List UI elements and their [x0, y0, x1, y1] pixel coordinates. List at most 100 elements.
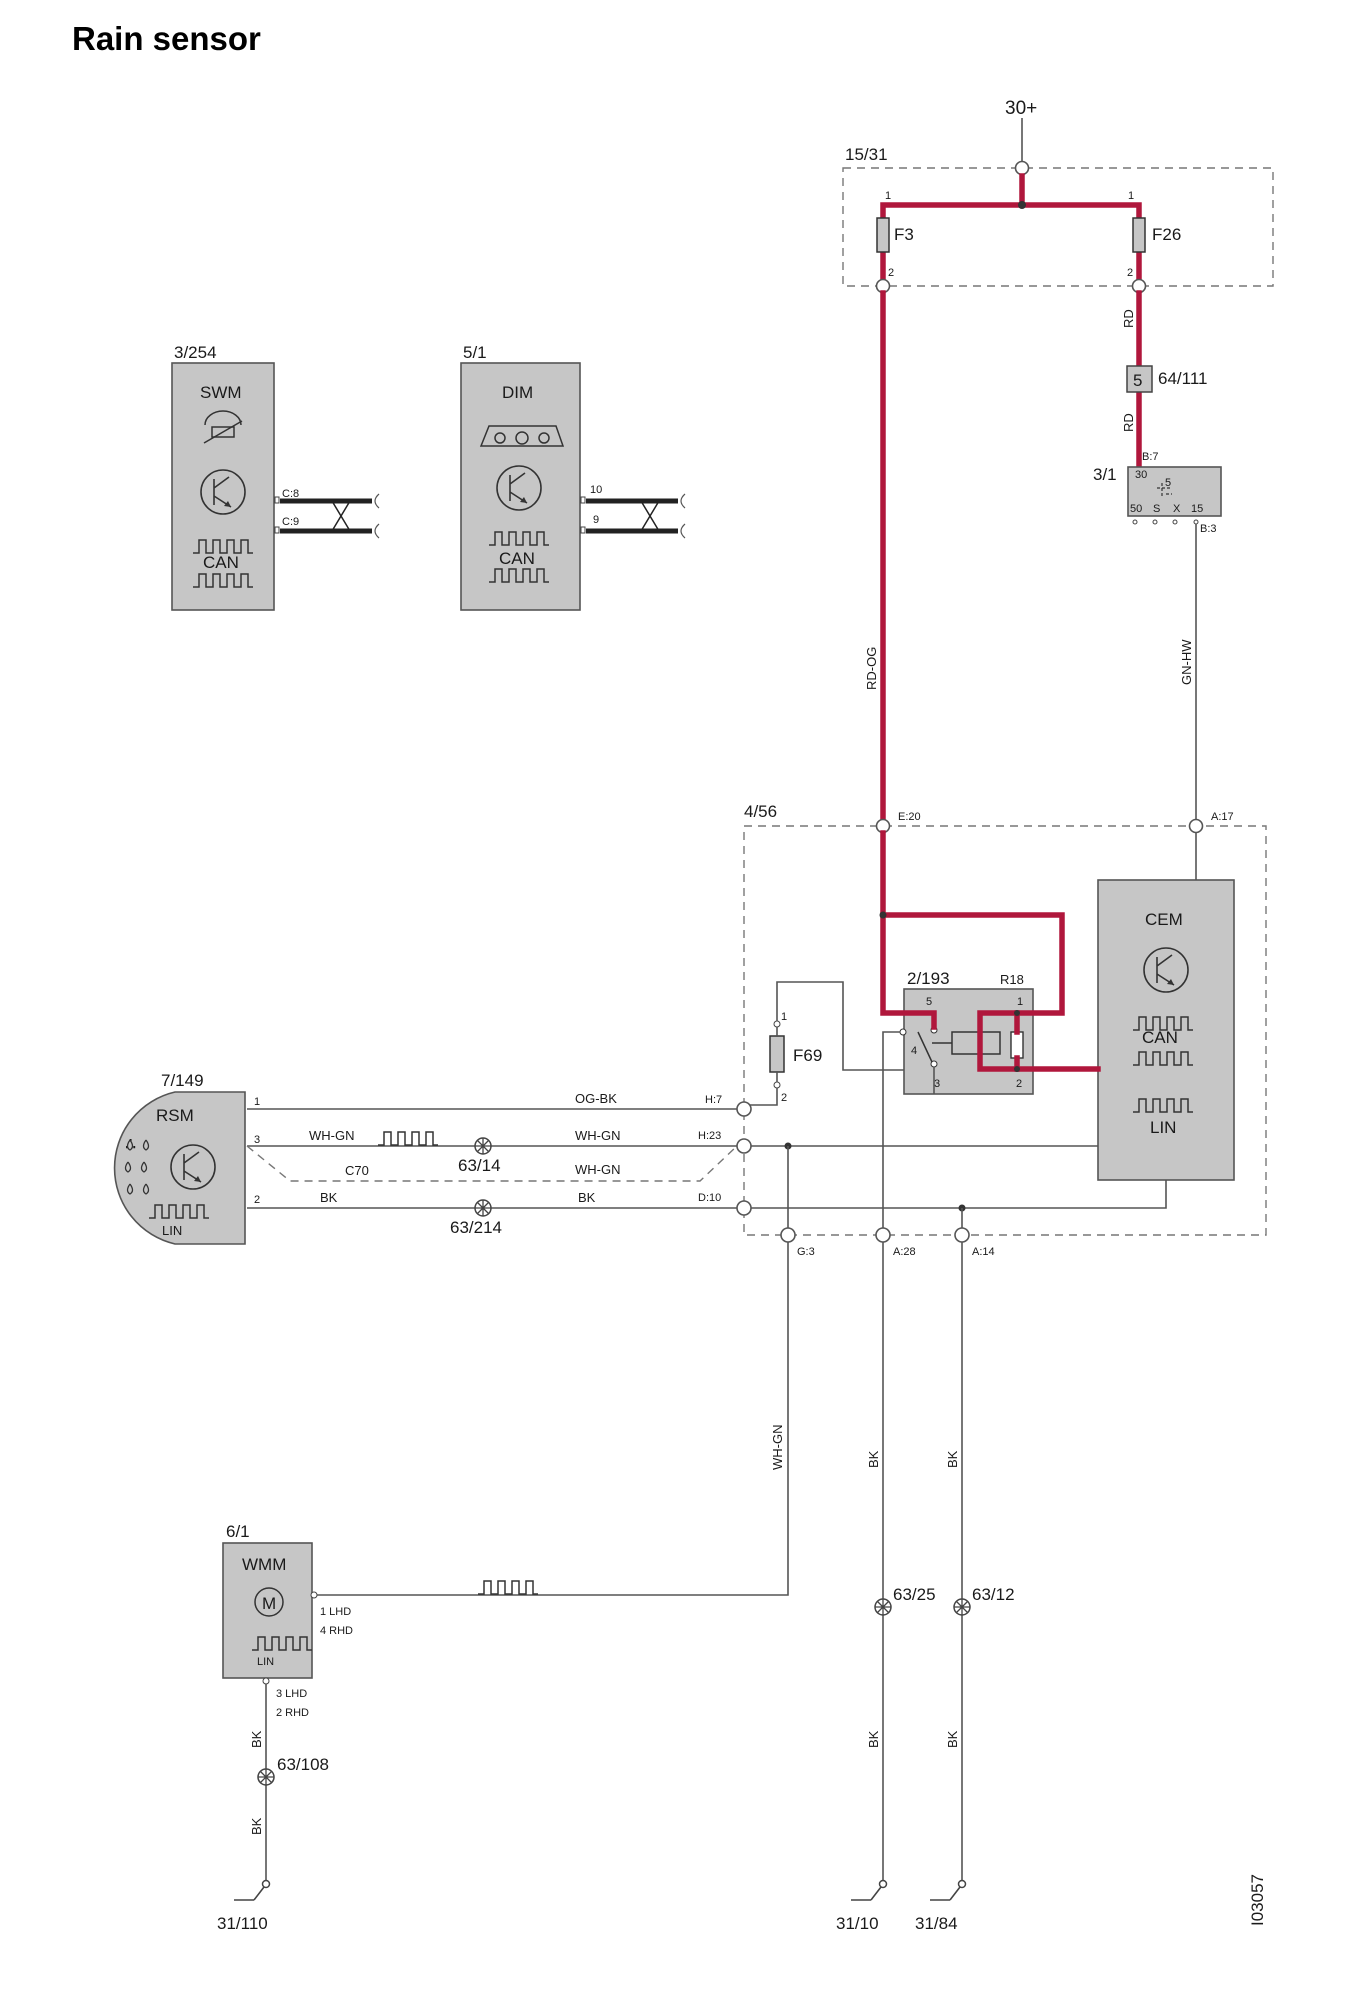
wire-bk-a28-lower: BK: [866, 1730, 881, 1748]
svg-text:15: 15: [1191, 503, 1203, 515]
svg-text:3: 3: [254, 1134, 260, 1146]
ground-icon: [850, 1879, 888, 1901]
svg-text:2 RHD: 2 RHD: [276, 1707, 309, 1719]
splice-63-214: 63/214: [450, 1218, 502, 1237]
svg-text:CAN: CAN: [1142, 1028, 1178, 1047]
svg-text:3: 3: [934, 1078, 940, 1090]
wire-bk-wmm-lower: BK: [249, 1817, 264, 1835]
wire-bk-wmm-upper: BK: [249, 1730, 264, 1748]
wire-bk-a28-upper: BK: [866, 1450, 881, 1468]
cem-box-4-56: 4/56 E:20 A:17 CEM CAN LIN 2/193 R18 5 1…: [698, 802, 1267, 1258]
fuse-box-15-31: 30+ 15/31 F3 F26 1 1 2 2: [842, 98, 1274, 294]
svg-text:5: 5: [926, 996, 932, 1008]
svg-text:1 LHD: 1 LHD: [320, 1606, 351, 1618]
ignition-switch-3-1: 3/1 B:7 30 5 50 S X 15 B:3: [1093, 451, 1222, 535]
swm-module: 3/254 SWM CAN C:8 C:9: [171, 343, 299, 611]
ground-31-84: 31/84: [915, 1914, 958, 1933]
dim-name: DIM: [502, 383, 533, 402]
wire-bk-left: BK: [320, 1190, 338, 1205]
svg-text:A:14: A:14: [972, 1246, 995, 1258]
rsm-name: RSM: [156, 1106, 194, 1125]
svg-text:LIN: LIN: [1150, 1118, 1176, 1137]
rsm-id: 7/149: [161, 1071, 204, 1090]
wmm-id: 6/1: [226, 1522, 250, 1541]
svg-text:4: 4: [911, 1045, 917, 1057]
connector-64-111: [1126, 365, 1153, 393]
svg-text:X: X: [1173, 503, 1181, 515]
motor-icon: [254, 1587, 284, 1617]
svg-text:CAN: CAN: [499, 549, 535, 568]
ground-icon: [233, 1879, 271, 1901]
svg-text:5: 5: [1133, 371, 1142, 390]
ground-icon: [929, 1879, 967, 1901]
fuse-f26-label: F26: [1152, 225, 1181, 244]
svg-text:2/193: 2/193: [907, 969, 950, 988]
fuse-f3-label: F3: [894, 225, 914, 244]
page-title: Rain sensor: [72, 20, 261, 57]
svg-text:9: 9: [593, 514, 599, 526]
dim-module: 5/1 DIM CAN 10 9: [460, 343, 602, 611]
wire-wh-gn-mid: WH-GN: [575, 1128, 621, 1143]
svg-text:∴: ∴: [125, 1134, 136, 1154]
svg-text:2: 2: [1016, 1078, 1022, 1090]
svg-text:D:10: D:10: [698, 1192, 721, 1204]
swm-name: SWM: [200, 383, 242, 402]
svg-text:LIN: LIN: [257, 1656, 274, 1668]
svg-text:B:7: B:7: [1142, 451, 1159, 463]
fuse-box-id: 15/31: [845, 145, 888, 164]
wmm-name: WMM: [242, 1555, 286, 1574]
wire-wh-gn-down: WH-GN: [770, 1425, 785, 1471]
svg-text:C:8: C:8: [282, 488, 299, 500]
splice-icon: [953, 1598, 971, 1616]
svg-text:1: 1: [781, 1011, 787, 1023]
svg-text:4 RHD: 4 RHD: [320, 1625, 353, 1637]
splice-63-14: 63/14: [458, 1156, 501, 1175]
svg-text:CAN: CAN: [203, 553, 239, 572]
ground-31-110: 31/110: [217, 1914, 268, 1933]
swm-id: 3/254: [174, 343, 217, 362]
svg-text:B:3: B:3: [1200, 523, 1217, 535]
svg-text:4/56: 4/56: [744, 802, 777, 821]
svg-text:S: S: [1153, 503, 1160, 515]
wire-bk-a14-upper: BK: [945, 1450, 960, 1468]
svg-text:2: 2: [1127, 267, 1133, 279]
splice-icon: [474, 1199, 492, 1217]
svg-text:LIN: LIN: [162, 1223, 182, 1238]
lin-signal-icon: [377, 1131, 439, 1146]
wire-bk-a14-lower: BK: [945, 1730, 960, 1748]
relay-2-193: [903, 988, 1034, 1095]
svg-text:1: 1: [254, 1096, 260, 1108]
svg-text:A:17: A:17: [1211, 811, 1234, 823]
splice-63-25: 63/25: [893, 1585, 936, 1604]
wire-og-bk: OG-BK: [575, 1091, 617, 1106]
splice-63-108: 63/108: [277, 1755, 329, 1774]
svg-text:3/1: 3/1: [1093, 465, 1117, 484]
ground-31-10: 31/10: [836, 1914, 879, 1933]
svg-text:H:23: H:23: [698, 1130, 721, 1142]
wire-c70: C70: [345, 1163, 369, 1178]
splice-icon: [474, 1137, 492, 1155]
splice-icon: [874, 1598, 892, 1616]
svg-text:2: 2: [781, 1092, 787, 1104]
fuse-icon: [769, 1035, 785, 1073]
supply-label: 30+: [1005, 98, 1037, 119]
wire-gn-hw: GN-HW: [1179, 639, 1194, 685]
svg-text:2: 2: [888, 267, 894, 279]
rsm-module: 7/149 RSM ∴ LIN 1 3 2: [113, 1071, 260, 1245]
svg-text:5: 5: [1165, 477, 1171, 489]
svg-text:M: M: [262, 1594, 276, 1613]
figure-id: I03057: [1248, 1874, 1267, 1926]
wire-rd-upper: RD: [1121, 309, 1136, 328]
svg-text:G:3: G:3: [797, 1246, 815, 1258]
splice-icon: [257, 1768, 275, 1786]
svg-text:1: 1: [885, 190, 891, 202]
twisted-pair-icon: [280, 493, 380, 539]
svg-text:30: 30: [1135, 469, 1147, 481]
svg-text:3 LHD: 3 LHD: [276, 1688, 307, 1700]
svg-text:C:9: C:9: [282, 516, 299, 528]
cem-name: CEM: [1145, 910, 1183, 929]
svg-text:A:28: A:28: [893, 1246, 916, 1258]
wire-bk-right: BK: [578, 1190, 596, 1205]
svg-text:R18: R18: [1000, 972, 1024, 987]
